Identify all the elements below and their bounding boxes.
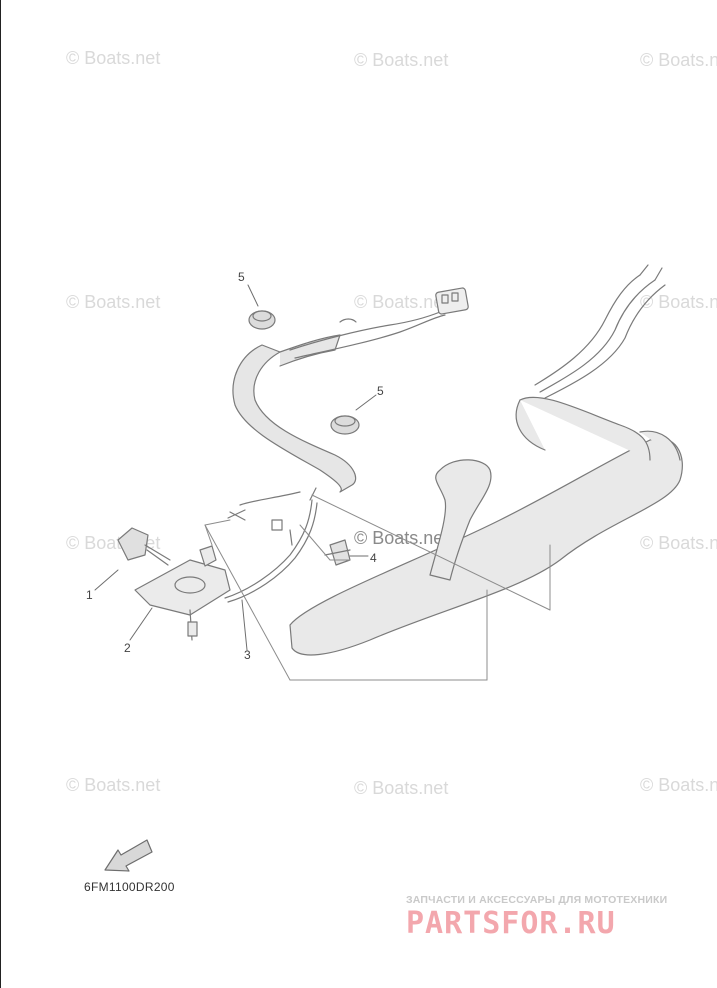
drawing-code: 6FM1100DR200 xyxy=(84,880,175,894)
watermark: © Boats.net xyxy=(354,778,449,798)
part-4-clamp xyxy=(324,539,351,566)
watermark: © Boats.net xyxy=(66,775,161,795)
promo-caption: ЗАПЧАСТИ И АКСЕССУАРЫ ДЛЯ МОТОТЕХНИКИ xyxy=(406,894,668,906)
watermark: © Boats.net xyxy=(354,50,449,70)
callout-leaders xyxy=(94,284,377,651)
grommet-upper xyxy=(248,310,276,330)
part-1-switch xyxy=(117,527,171,566)
callout-3: 3 xyxy=(244,648,251,662)
handle-wires xyxy=(534,264,666,399)
harness-loom xyxy=(232,334,357,493)
callout-1: 1 xyxy=(86,588,93,602)
watermark: © Boats.net xyxy=(640,775,717,795)
left-border xyxy=(0,0,1,988)
part-2-bracket xyxy=(134,545,231,641)
promo-brand-logo: PARTSFOR.RU xyxy=(406,906,616,941)
watermark: © Boats.net xyxy=(640,292,717,312)
watermark: © Boats.net xyxy=(640,533,717,553)
watermark: © Boats.net xyxy=(354,292,449,312)
callout-5-lower: 5 xyxy=(377,384,384,398)
watermark: © Boats.net xyxy=(640,50,717,70)
watermark: © Boats.net xyxy=(66,48,161,68)
harness-cables xyxy=(289,311,446,359)
part-3-lead-wire xyxy=(224,487,318,603)
tiller-handle xyxy=(289,396,683,656)
coupler xyxy=(435,287,469,315)
grommet-lower xyxy=(330,415,360,435)
fasteners xyxy=(227,491,301,546)
callout-2: 2 xyxy=(124,641,131,655)
fwd-arrow-icon xyxy=(104,839,153,872)
watermark: © Boats.net xyxy=(66,292,161,312)
callout-5-upper: 5 xyxy=(238,270,245,284)
callout-4: 4 xyxy=(370,551,377,565)
assembly-lines xyxy=(204,494,551,681)
